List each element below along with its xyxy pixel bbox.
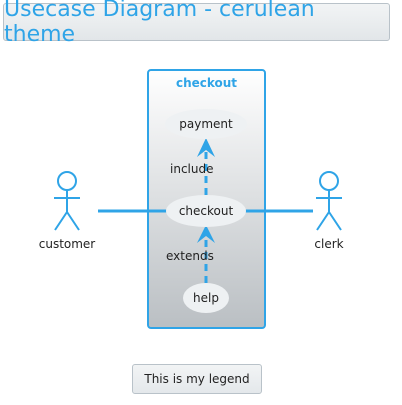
usecase-help: [183, 283, 229, 313]
actor-customer-label: customer: [39, 237, 96, 251]
legend: This is my legend: [132, 364, 262, 394]
actor-clerk-icon: [316, 171, 342, 231]
diagram-title: Usecase Diagram - cerulean theme: [3, 0, 390, 47]
include-label: include: [170, 162, 213, 176]
extends-arrowhead: [197, 225, 215, 243]
actor-customer-icon: [54, 171, 80, 231]
usecase-payment: [165, 109, 247, 139]
include-arrowhead: [197, 138, 215, 157]
usecase-checkout: [166, 195, 246, 227]
usecase-checkout-label: checkout: [179, 204, 234, 218]
package-title: checkout: [176, 76, 237, 90]
usecase-help-label: help: [193, 291, 219, 305]
usecase-payment-label: payment: [179, 117, 233, 131]
extends-label: extends: [166, 249, 214, 263]
actor-clerk-label: clerk: [314, 237, 343, 251]
